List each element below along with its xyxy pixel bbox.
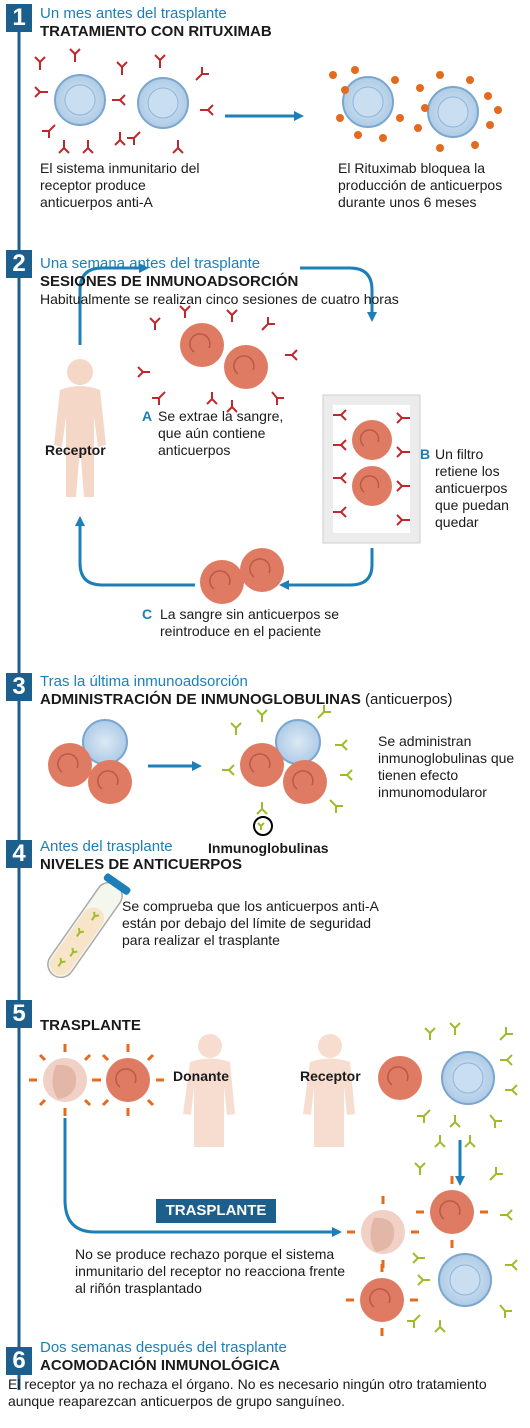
step-6-subtitle: Dos semanas después del trasplante xyxy=(40,1339,287,1356)
step-1-subtitle: Un mes antes del trasplante xyxy=(40,5,227,22)
step-1-title: TRATAMIENTO CON RITUXIMAB xyxy=(40,23,272,40)
step-2-subtitle: Una semana antes del trasplante xyxy=(40,255,261,272)
s5-transplant-tag: TRASPLANTE xyxy=(156,1199,276,1223)
white-cell-with-antibodies-1 xyxy=(54,74,189,129)
antibodies-s2-top xyxy=(137,305,298,413)
step-2-number: 2 xyxy=(6,250,32,278)
red-cells-s2-top xyxy=(180,323,268,389)
arrow-s5-transplant xyxy=(63,1118,342,1237)
s2-receptor-label: Receptor xyxy=(45,442,106,458)
step-5-number: 5 xyxy=(6,1000,32,1028)
s6-text: El receptor ya no rechaza el órgano. No … xyxy=(8,1376,487,1409)
step-6-title: ACOMODACIÓN INMUNOLÓGICA xyxy=(40,1357,280,1374)
s2-step-b-letter: B xyxy=(420,446,431,462)
s5-donante-label: Donante xyxy=(173,1068,229,1084)
s2-description: Habitualmente se realizan cinco sesiones… xyxy=(40,291,399,307)
antibodies-s5-top xyxy=(417,1022,518,1148)
cells-s3-right xyxy=(240,719,327,804)
antibodies-s1 xyxy=(34,48,214,154)
arrow-s2-a xyxy=(78,263,149,345)
donor-silhouette xyxy=(183,1034,235,1147)
rituximab-dots xyxy=(329,66,502,152)
s2-step-a-letter: A xyxy=(142,408,153,424)
s2-step-b-text: Un filtro retiene los anticuerpos que pu… xyxy=(435,446,509,530)
arrow-s2-d xyxy=(75,516,195,587)
filter-column xyxy=(322,394,421,544)
step-5-title: TRASPLANTE xyxy=(40,1017,141,1034)
red-cell-donor xyxy=(92,1044,164,1116)
immunoglobulin-highlight xyxy=(253,816,273,836)
arrow-s2-c xyxy=(279,548,374,590)
cells-s3-left xyxy=(48,719,132,804)
s4-text: Se comprueba que los anticuerpos anti-A … xyxy=(122,898,379,948)
s2-step-c-text: La sangre sin anticuerpos se reintroduce… xyxy=(160,606,339,639)
step-3-title-extra: (anticuerpos) xyxy=(365,691,453,708)
step-3-subtitle: Tras la última inmunoadsorción xyxy=(40,673,248,690)
step-6-number: 6 xyxy=(6,1347,32,1375)
s3-right-text: Se administran inmunoglobulinas que tien… xyxy=(378,733,515,800)
test-tube-icon xyxy=(47,873,131,979)
post-transplant-cells xyxy=(346,1176,492,1336)
step-1-number: 1 xyxy=(6,4,32,32)
s1-left-text: El sistema inmunitario del receptor prod… xyxy=(40,160,200,210)
receptor-silhouette-s2 xyxy=(54,359,106,497)
step-3-title-main: ADMINISTRACIÓN DE INMUNOGLOBULINAS xyxy=(40,691,361,708)
step-3-title: ADMINISTRACIÓN DE INMUNOGLOBULINAS (anti… xyxy=(40,691,530,708)
step-4-subtitle: Antes del trasplante xyxy=(40,838,173,855)
white-cell-blocked xyxy=(342,76,479,138)
step-4-title: NIVELES DE ANTICUERPOS xyxy=(40,856,242,873)
s1-right-text: El Rituximab bloquea la producción de an… xyxy=(338,160,503,210)
antibodies-s5-bottom xyxy=(407,1162,518,1333)
step-4-number: 4 xyxy=(6,840,32,868)
step-2-title: SESIONES DE INMUNOADSORCIÓN xyxy=(40,273,299,290)
step-3-number: 3 xyxy=(6,673,32,701)
red-cells-s2-bottom xyxy=(200,548,284,604)
immunoglobulins-s3 xyxy=(222,705,353,815)
kidney-cell-donor xyxy=(29,1044,101,1116)
receptor-silhouette-s5 xyxy=(303,1034,355,1147)
receptor-cells-s5 xyxy=(378,1051,495,1105)
s2-step-c-letter: C xyxy=(142,606,153,622)
s5-text: No se produce rechazo porque el sistema … xyxy=(75,1246,346,1296)
arrow-s2-b xyxy=(300,266,377,322)
s3-immunoglobulins-label: Inmunoglobulinas xyxy=(208,840,329,856)
s5-receptor-label: Receptor xyxy=(300,1068,361,1084)
s2-step-a-text: Se extrae la sangre, que aún contiene an… xyxy=(158,408,284,458)
